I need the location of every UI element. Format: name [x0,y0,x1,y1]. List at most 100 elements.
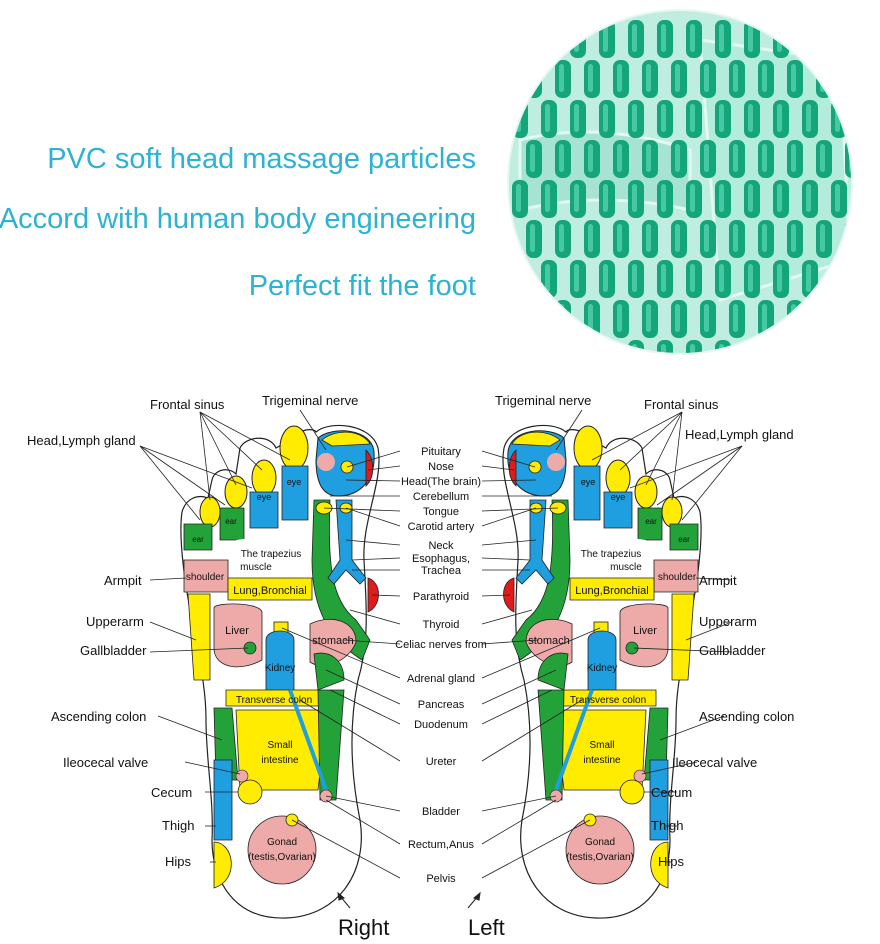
foot-label-lung-right: Lung,Bronchial [233,585,306,597]
center-label-9: Parathyroid [413,591,469,603]
label-gallbladder-left: Gallbladder [699,643,766,658]
ureter-zone-left [554,689,594,791]
headline-2: Accord with human body engineering [0,203,476,235]
center-label-16: Bladder [422,806,460,818]
lung-zone-left [569,577,655,601]
foot-label-kidney-right: Kidney [265,663,296,674]
ileocecal-zone-right [235,769,249,783]
foot-label-kidney-left: Kidney [587,663,618,674]
upperarm-zone-left [671,593,695,681]
eye-zone-b-right [249,491,279,529]
foot-label-small-2-right: intestine [261,755,299,766]
center-label-6: Neck [428,540,454,552]
eye-zone-b-left [603,491,633,529]
center-label-14: Duodenum [414,719,468,731]
foot-label-ear-right: ear [225,517,237,526]
left-foot [502,424,702,919]
upperarm-zone-right [187,593,211,681]
label-thigh-right: Thigh [162,818,195,833]
foot-label-gonad-1-left: Gonad [585,837,615,848]
label-thigh-left: Thigh [651,818,684,833]
foot-label-small-2-left: intestine [583,755,621,766]
label-armpit-right: Armpit [104,573,142,588]
colon-right-zone-left [537,689,565,801]
foot-label-small-1-left: Small [589,740,614,751]
foot-label-eye-left: eye [611,492,626,502]
toe-3-right [251,459,277,497]
foot-label-small-1-right: Small [267,740,292,751]
pituitary-top-zone-right [321,431,371,447]
ileocecal-zone-left [633,769,647,783]
trapezius-zone-right [236,530,310,578]
cecum-zone-right [237,779,263,805]
frontal-toe-zone-right [317,453,335,471]
frontal-toe-zone-left [547,453,565,471]
toe-3-left [605,459,631,497]
label-ascending-colon-right: Ascending colon [51,709,146,724]
toe-4-left [634,475,658,509]
ear-zone-b-left [669,523,699,551]
center-label-8: Trachea [421,565,462,577]
foot-label-ear-left: ear [678,535,690,544]
center-label-13: Pancreas [418,699,465,711]
label-cecum-left: Cecum [651,785,692,800]
label-gallbladder-right: Gallbladder [80,643,147,658]
label-hips-left: Hips [658,854,685,869]
thigh-zone-left [649,759,669,841]
eye-zone-a-left [573,465,601,521]
thigh-zone-right [213,759,233,841]
ear-zone-b-right [183,523,213,551]
foot-label-trapezius-1-left: The trapezius [581,549,642,560]
label-cecum-right: Cecum [151,785,192,800]
foot-label-ear-right: ear [192,535,204,544]
center-label-5: Carotid artery [408,521,475,533]
foot-label-liver-left: Liver [633,625,657,637]
foot-arrows [337,891,481,909]
center-label-17: Rectum,Anus [408,839,475,851]
foot-label-trapezius-1-right: The trapezius [241,549,302,560]
ureter-zone-right [288,689,328,791]
toe-5-right [199,496,221,528]
label-head-lymph-left: Head,Lymph gland [685,427,794,442]
label-frontal-sinus-left: Frontal sinus [644,397,719,412]
label-hips-right: Hips [165,854,192,869]
label-ileocecal-right: Ileocecal valve [63,755,148,770]
toe-4-right [224,475,248,509]
center-label-18: Pelvis [426,873,456,885]
label-ascending-colon-left: Ascending colon [699,709,794,724]
foot-label-trapezius-2-right: muscle [240,562,272,573]
hips-zone-right [213,841,232,889]
toe-2-right [279,425,309,471]
hips-zone-left [650,841,669,889]
label-trigeminal-right: Trigeminal nerve [262,393,358,408]
center-label-3: Cerebellum [413,491,469,503]
lung-zone-right [227,577,313,601]
center-label-12: Adrenal gland [407,673,475,685]
foot-label-eye-right: eye [287,477,302,487]
foot-label-gonad-2-left: (testis,Ovarian) [566,852,634,863]
eye-zone-a-right [281,465,309,521]
label-armpit-left: Armpit [699,573,737,588]
foot-label-ear-left: ear [645,517,657,526]
foot-label-liver-right: Liver [225,625,249,637]
trachea-zone-left [515,499,555,585]
massage-particles-photo [507,9,853,355]
label-right-foot: Right [338,915,389,940]
label-ileocecal-left: Ileocecal valve [672,755,757,770]
foot-label-gonad-1-right: Gonad [267,837,297,848]
center-label-11: Celiac nerves from [395,639,487,651]
foot-label-shoulder-right: shoulder [186,572,225,583]
gonad-zone-right [247,815,317,885]
center-label-15: Ureter [426,756,457,768]
foot-label-transverse-left: Transverse colon [570,695,646,706]
headline-1: PVC soft head massage particles [47,143,476,175]
foot-label-eye-right: eye [257,492,272,502]
trachea-zone-right [327,499,367,585]
center-label-7: Esophagus, [412,553,470,565]
toe-2-left [573,425,603,471]
foot-label-lung-left: Lung,Bronchial [575,585,648,597]
foot-label-stomach-left: stomach [528,635,570,647]
label-upperarm-left: Upperarm [699,614,757,629]
foot-label-stomach-right: stomach [312,635,354,647]
center-label-10: Thyroid [423,619,460,631]
